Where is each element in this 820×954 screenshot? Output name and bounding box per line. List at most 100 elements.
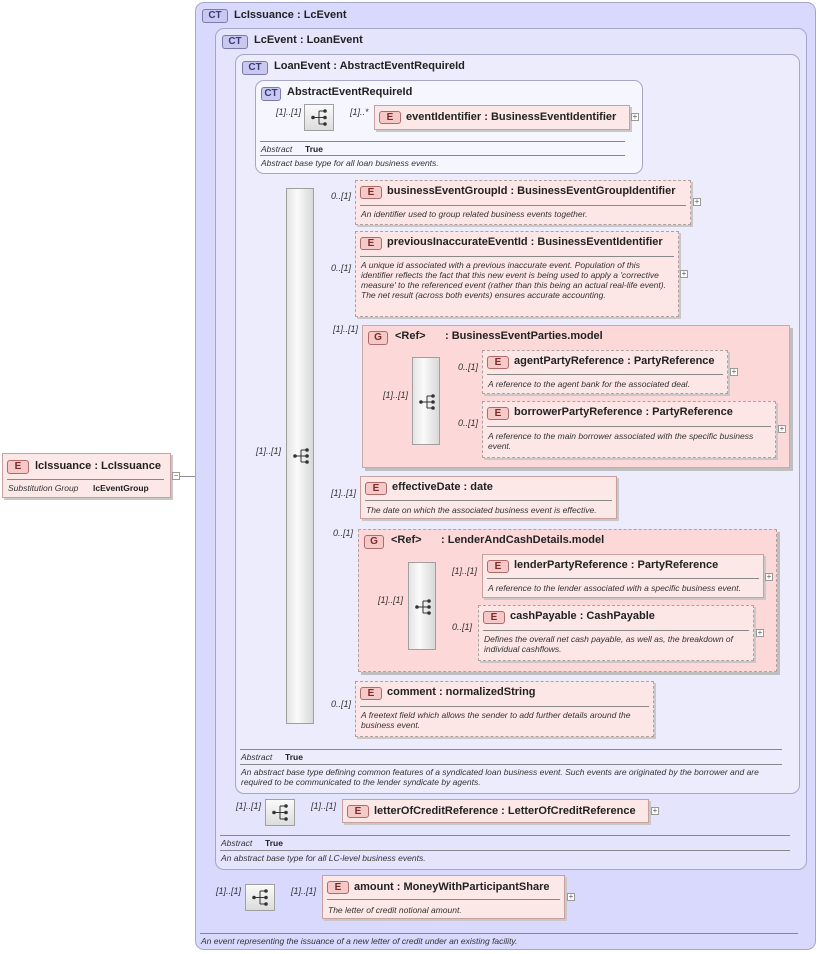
element-badge-icon: E [327,881,349,894]
substitution-group-value: lcEventGroup [93,483,149,493]
cardinality-label: 0..[1] [458,362,479,372]
cardinality-label: [1]..[1] [256,446,282,456]
cardinality-label: [1]..[1] [216,886,242,896]
element-previousinaccurateeventid[interactable]: E previousInaccurateEventId : BusinessEv… [355,231,679,317]
group-ref-label: <Ref> [395,330,426,342]
expand-icon[interactable]: + [756,628,764,637]
abstract-label: Abstract [221,838,253,848]
complex-type-title: LcIssuance : LcEvent [234,9,347,21]
element-title: previousInaccurateEventId : BusinessEven… [387,236,663,248]
divider [360,256,674,257]
abstract-value: True [285,752,303,762]
element-documentation: A reference to the main borrower associa… [488,431,754,451]
sequence-compositor-icon[interactable] [265,799,295,826]
sequence-compositor[interactable] [286,188,314,724]
sequence-compositor-icon[interactable] [245,884,275,911]
complex-type-badge-icon: CT [261,87,281,101]
divider [360,205,686,206]
type-documentation: An abstract base type defining common fe… [241,767,759,787]
cardinality-label: [1]..[1] [383,390,409,400]
element-lenderpartyreference[interactable]: E lenderPartyReference : PartyReference … [482,554,764,598]
divider [240,764,782,765]
element-documentation: Defines the overall net cash payable, as… [484,634,734,654]
abstract-value: True [305,144,323,154]
cardinality-label: 0..[1] [331,263,352,273]
connector [172,476,204,477]
element-comment[interactable]: E comment : normalizedString A freetext … [355,681,654,737]
group-title: : BusinessEventParties.model [445,330,603,342]
cardinality-label: [1]..[1] [378,595,404,605]
expand-icon[interactable]: + [680,269,688,278]
sequence-compositor[interactable] [412,357,440,445]
divider [483,630,749,631]
element-effectivedate[interactable]: E effectiveDate : date The date on which… [360,476,617,519]
sequence-compositor-icon[interactable] [304,104,334,131]
divider [365,500,612,501]
element-badge-icon: E [487,356,509,369]
element-title: businessEventGroupId : BusinessEventGrou… [387,185,676,197]
cardinality-label: 0..[1] [452,622,473,632]
expand-icon[interactable]: + [730,367,738,376]
divider [260,141,625,142]
cardinality-label: 0..[1] [458,418,479,428]
expand-icon[interactable]: + [631,112,639,121]
element-businesseventgroupid[interactable]: E businessEventGroupId : BusinessEventGr… [355,180,691,225]
expand-icon[interactable]: + [765,572,773,581]
root-element-title: lcIssuance : LcIssuance [35,460,161,472]
group-ref-label: <Ref> [391,534,422,546]
divider [487,374,723,375]
element-title: eventIdentifier : BusinessEventIdentifie… [406,111,617,123]
element-letterofcreditreference[interactable]: E letterOfCreditReference : LetterOfCred… [342,799,649,823]
element-documentation: A unique id associated with a previous i… [361,260,666,300]
cardinality-label: 0..[1] [331,699,352,709]
element-cashpayable[interactable]: E cashPayable : CashPayable Defines the … [478,605,754,661]
root-element-lcissuance[interactable]: E lcIssuance : LcIssuance Substitution G… [2,453,171,498]
divider [487,578,759,579]
complex-type-badge-icon: CT [242,61,268,75]
expand-icon[interactable]: + [567,892,575,901]
complex-type-title: LoanEvent : AbstractEventRequireId [274,60,465,72]
divider [487,426,771,427]
element-title: amount : MoneyWithParticipantShare [354,881,550,893]
element-documentation: An identifier used to group related busi… [361,209,588,219]
element-title: cashPayable : CashPayable [510,610,655,622]
cardinality-label: [1]..[1] [291,886,317,896]
abstract-value: True [265,838,283,848]
abstract-label: Abstract [261,144,293,154]
element-agentpartyreference[interactable]: E agentPartyReference : PartyReference A… [482,350,728,394]
divider [327,899,560,900]
substitution-group-label: Substitution Group [8,483,79,493]
expand-icon[interactable]: + [778,424,786,433]
element-borrowerpartyreference[interactable]: E borrowerPartyReference : PartyReferenc… [482,401,776,458]
element-amount[interactable]: E amount : MoneyWithParticipantShare The… [322,875,565,919]
cardinality-label: 0..[1] [333,528,354,538]
cardinality-label: [1]..[1] [452,566,478,576]
complex-type-title: AbstractEventRequireId [287,86,413,98]
cardinality-label: [1]..[1] [236,801,262,811]
group-badge-icon: G [364,535,384,549]
element-badge-icon: E [365,482,387,495]
element-badge-icon: E [7,460,29,474]
type-documentation: An event representing the issuance of a … [201,936,518,946]
element-title: comment : normalizedString [387,686,536,698]
element-badge-icon: E [487,407,509,420]
element-documentation: A reference to the lender associated wit… [488,583,741,593]
expand-icon[interactable]: + [693,197,701,206]
complex-type-badge-icon: CT [202,9,228,23]
sequence-compositor[interactable] [408,562,436,650]
element-badge-icon: E [483,611,505,624]
element-documentation: A reference to the agent bank for the as… [488,379,690,389]
cardinality-label: [1]..* [350,107,369,117]
element-badge-icon: E [360,687,382,700]
divider [7,479,164,480]
complex-type-title: LcEvent : LoanEvent [254,34,363,46]
element-badge-icon: E [347,805,369,818]
expand-icon[interactable]: + [651,806,659,815]
cardinality-label: 0..[1] [331,191,352,201]
type-documentation: Abstract base type for all loan business… [261,158,439,168]
element-eventidentifier[interactable]: E eventIdentifier : BusinessEventIdentif… [374,105,630,130]
element-title: letterOfCreditReference : LetterOfCredit… [374,805,636,817]
abstract-label: Abstract [241,752,273,762]
divider [220,850,790,851]
expand-icon[interactable]: − [172,471,180,480]
